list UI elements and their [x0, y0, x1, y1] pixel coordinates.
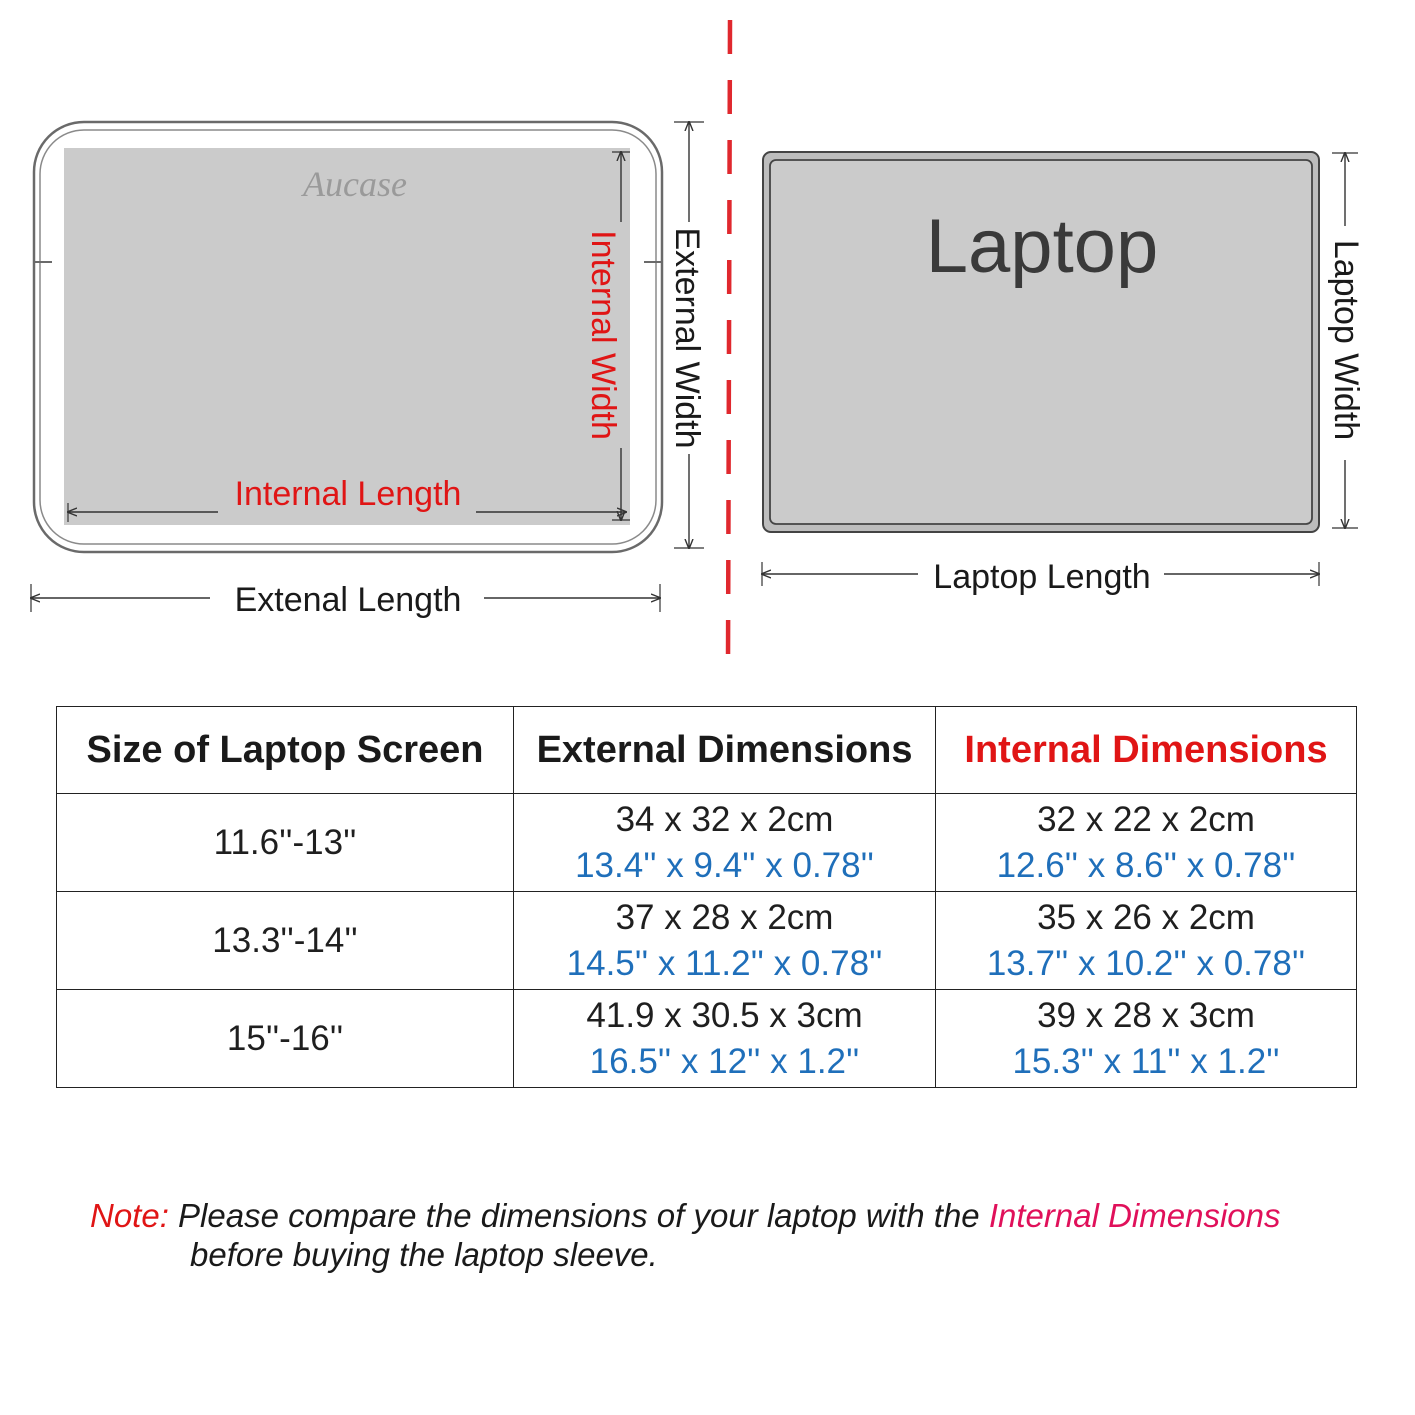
laptop-title: Laptop [926, 204, 1158, 289]
imperial-value: 13.4'' x 9.4'' x 0.78'' [575, 845, 874, 885]
laptop-inner-panel [769, 159, 1313, 525]
table-row: 11.6''-13'' 34 x 32 x 2cm 13.4'' x 9.4''… [55, 793, 1357, 892]
note-prefix: Note: [90, 1197, 169, 1234]
sleeve-illustration: Aucase Internal Width Internal Length Ex… [31, 120, 710, 620]
sleeve-interior-panel [64, 148, 630, 525]
sleeve-outer-outline [32, 120, 664, 554]
imperial-value: 16.5'' x 12'' x 1.2'' [589, 1041, 860, 1081]
size-dimensions-table: Size of Laptop Screen External Dimension… [55, 706, 1357, 1088]
imperial-value: 14.5'' x 11.2'' x 0.78'' [566, 943, 883, 983]
external-dimensions-cell: 34 x 32 x 2cm 13.4'' x 9.4'' x 0.78'' [513, 793, 937, 892]
metric-value: 32 x 22 x 2cm [1037, 799, 1255, 839]
note-line-2: before buying the laptop sleeve. [190, 1236, 658, 1273]
dimension-diagram: Aucase Internal Width Internal Length Ex… [0, 19, 1366, 665]
metric-value: 37 x 28 x 2cm [615, 897, 834, 937]
header-internal-dimensions: Internal Dimensions [935, 706, 1357, 794]
metric-value: 35 x 26 x 2cm [1037, 897, 1255, 937]
screen-size-cell: 15''-16'' [55, 989, 515, 1088]
table-header-row: Size of Laptop Screen External Dimension… [55, 706, 1357, 794]
external-dimensions-cell: 41.9 x 30.5 x 3cm 16.5'' x 12'' x 1.2'' [513, 989, 937, 1088]
metric-value: 41.9 x 30.5 x 3cm [586, 995, 863, 1035]
internal-dimensions-cell: 35 x 26 x 2cm 13.7'' x 10.2'' x 0.78'' [935, 891, 1357, 990]
header-screen-size: Size of Laptop Screen [55, 706, 515, 794]
laptop-length-label: Laptop Length [933, 558, 1150, 596]
external-width-label: External Width [668, 227, 706, 448]
note-text: Please compare the dimensions of your la… [168, 1197, 989, 1234]
screen-size-cell: 13.3''-14'' [55, 891, 515, 990]
internal-length-label: Internal Length [235, 475, 462, 513]
external-length-label: Extenal Length [235, 581, 462, 619]
header-external-dimensions: External Dimensions [513, 706, 937, 794]
laptop-width-label: Laptop Width [1327, 240, 1365, 440]
purchase-note: Note: Please compare the dimensions of y… [90, 1196, 1390, 1274]
metric-value: 34 x 32 x 2cm [615, 799, 834, 839]
screen-size-cell: 11.6''-13'' [55, 793, 515, 892]
metric-value: 39 x 28 x 3cm [1037, 995, 1255, 1035]
laptop-illustration: Laptop Laptop Width Laptop Length [762, 151, 1366, 598]
sleeve-inner-outline [39, 129, 657, 545]
divider-dashed-line [725, 19, 733, 665]
imperial-value: 13.7'' x 10.2'' x 0.78'' [986, 943, 1306, 983]
imperial-value: 15.3'' x 11'' x 1.2'' [1012, 1041, 1280, 1081]
external-dimensions-cell: 37 x 28 x 2cm 14.5'' x 11.2'' x 0.78'' [513, 891, 937, 990]
brand-logo: Aucase [301, 164, 407, 204]
internal-dimensions-cell: 39 x 28 x 3cm 15.3'' x 11'' x 1.2'' [935, 989, 1357, 1088]
internal-width-label: Internal Width [584, 230, 622, 440]
note-highlight: Internal Dimensions [988, 1197, 1281, 1234]
table-row: 13.3''-14'' 37 x 28 x 2cm 14.5'' x 11.2'… [55, 891, 1357, 990]
imperial-value: 12.6'' x 8.6'' x 0.78'' [996, 845, 1296, 885]
table-row: 15''-16'' 41.9 x 30.5 x 3cm 16.5'' x 12'… [55, 989, 1357, 1088]
internal-dimensions-cell: 32 x 22 x 2cm 12.6'' x 8.6'' x 0.78'' [935, 793, 1357, 892]
